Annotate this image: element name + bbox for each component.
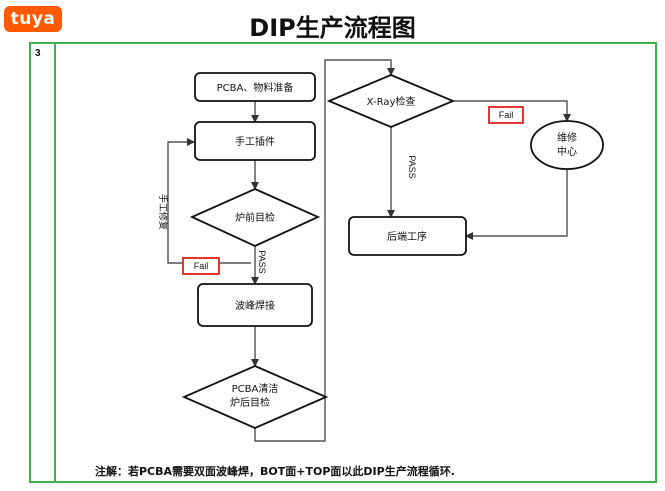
node-post-process-label: 后端工序 xyxy=(387,230,427,243)
node-repair-line2: 中心 xyxy=(557,145,577,158)
fail-left-badge: Fail xyxy=(182,257,220,275)
edge-xray-fail-to-repair xyxy=(453,100,571,122)
edge-clean-to-xray xyxy=(254,59,395,442)
node-wave-solder-label: 波峰焊接 xyxy=(235,299,275,312)
node-clean-check-line2: 炉后目检 xyxy=(230,396,270,409)
node-xray: X-Ray检查 xyxy=(326,74,456,128)
node-prepare: PCBA、物料准备 xyxy=(194,72,316,102)
node-clean-check-line1: PCBA清洁 xyxy=(232,382,279,395)
node-manual-insert-label: 手工插件 xyxy=(235,135,275,148)
node-wave-solder: 波峰焊接 xyxy=(197,283,313,327)
node-post-process: 后端工序 xyxy=(348,216,467,256)
node-repair-center: 维修 中心 xyxy=(530,120,604,170)
page-title: DIP生产流程图 xyxy=(249,14,416,42)
content-frame xyxy=(29,42,657,483)
node-pre-furnace-check: 炉前目检 xyxy=(189,188,321,247)
node-manual-insert: 手工插件 xyxy=(194,121,316,161)
fail-right-badge: Fail xyxy=(488,106,524,124)
footnote: 注解：若PCBA需要双面波峰焊，BOT面+TOP面以此DIP生产流程循环. xyxy=(95,465,455,478)
node-prepare-label: PCBA、物料准备 xyxy=(217,81,294,94)
node-repair-line1: 维修 xyxy=(557,131,577,144)
step-number: 3 xyxy=(35,48,41,59)
pass-left-label: PASS xyxy=(257,250,267,273)
frame-divider xyxy=(54,42,56,483)
fail-right-label: Fail xyxy=(499,110,514,120)
node-clean-check: PCBA清洁 炉后目检 xyxy=(181,365,329,429)
manual-repair-label: 手工修复 xyxy=(158,194,169,230)
pass-right-label: PASS xyxy=(407,155,417,178)
logo-text: tuya xyxy=(10,9,56,29)
node-pre-furnace-check-label: 炉前目检 xyxy=(235,211,275,224)
fail-left-label: Fail xyxy=(194,261,209,271)
edge-repair-to-post xyxy=(465,169,568,240)
tuya-logo: tuya xyxy=(4,6,62,32)
node-xray-label: X-Ray检查 xyxy=(367,95,416,108)
